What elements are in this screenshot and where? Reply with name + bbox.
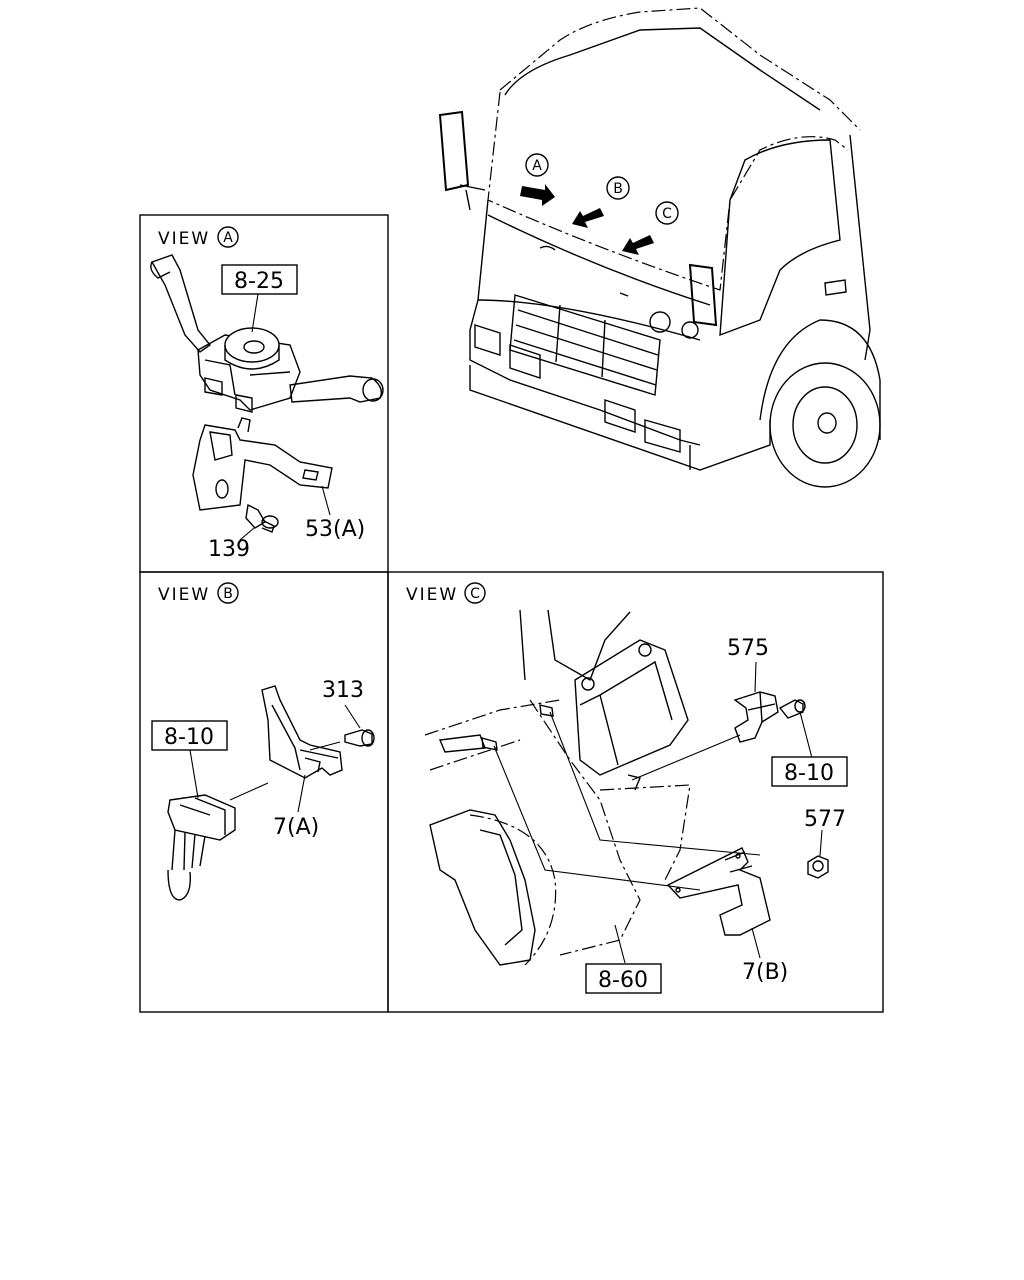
truck-marker-a: A: [525, 153, 549, 177]
panel-view-c: [387, 571, 884, 1013]
leader-8-10-b: [189, 749, 199, 799]
leader-7b: [751, 927, 761, 959]
bracket-7a-drawing: [261, 685, 343, 779]
leader-8-25: [251, 293, 259, 333]
leader-575: [754, 661, 757, 693]
truck-marker-b: B: [606, 176, 630, 200]
leader-313-axis: [309, 741, 341, 751]
leader-8-10-c: [799, 711, 813, 759]
arrow-b-icon: [572, 208, 604, 228]
connector-drawing: [167, 794, 236, 901]
svg-text:8-25: 8-25: [234, 269, 284, 294]
panel-view-b: [139, 571, 389, 1013]
svg-text:A: A: [223, 230, 233, 246]
part-ref-8-10-b: 8-10: [151, 720, 228, 751]
part-label-313: 313: [322, 678, 364, 703]
bracket-575-drawing: [733, 691, 779, 743]
truck-illustration: A B C: [438, 7, 881, 488]
view-a-title: VIEW A: [158, 226, 239, 249]
arrow-a-icon: [520, 184, 555, 206]
bolt-139-drawing: [245, 503, 279, 533]
svg-text:VIEW: VIEW: [406, 585, 458, 605]
svg-text:VIEW: VIEW: [158, 229, 210, 249]
leader-8-60: [614, 924, 626, 964]
leader-7a: [297, 774, 306, 813]
part-label-139: 139: [208, 537, 250, 562]
svg-text:C: C: [662, 206, 672, 222]
bolt-313-drawing: [344, 729, 375, 747]
svg-text:B: B: [613, 181, 623, 197]
svg-text:C: C: [470, 586, 480, 602]
leader-139: [239, 527, 255, 541]
part-ref-8-25: 8-25: [221, 264, 298, 295]
nut-577-drawing: [807, 855, 829, 879]
part-label-53a: 53(A): [305, 517, 365, 542]
leader-577: [819, 829, 823, 857]
engine-mount-drawing: [424, 609, 761, 966]
svg-text:VIEW: VIEW: [158, 585, 210, 605]
part-ref-8-60: 8-60: [585, 963, 662, 994]
view-c-title: VIEW C: [406, 582, 486, 605]
truck-marker-c: C: [655, 201, 679, 225]
svg-text:8-10: 8-10: [784, 761, 834, 786]
leader-connector: [229, 782, 269, 801]
leader-8-10-c-axis: [631, 734, 741, 781]
leader-313: [344, 704, 361, 729]
bracket-7b-drawing: [666, 847, 771, 936]
arrow-c-icon: [622, 235, 654, 255]
svg-text:A: A: [532, 158, 542, 174]
part-label-577: 577: [804, 807, 846, 832]
bracket-53a-drawing: [192, 417, 333, 511]
part-label-7a: 7(A): [273, 815, 319, 840]
svg-text:8-60: 8-60: [598, 968, 648, 993]
part-ref-8-10-c: 8-10: [771, 756, 848, 787]
part-label-575: 575: [727, 636, 769, 661]
part-label-7b: 7(B): [742, 960, 788, 985]
combination-switch-drawing: [150, 254, 384, 413]
view-b-title: VIEW B: [158, 582, 239, 605]
leader-53a: [321, 485, 331, 516]
svg-text:B: B: [223, 586, 233, 602]
svg-text:8-10: 8-10: [164, 725, 214, 750]
